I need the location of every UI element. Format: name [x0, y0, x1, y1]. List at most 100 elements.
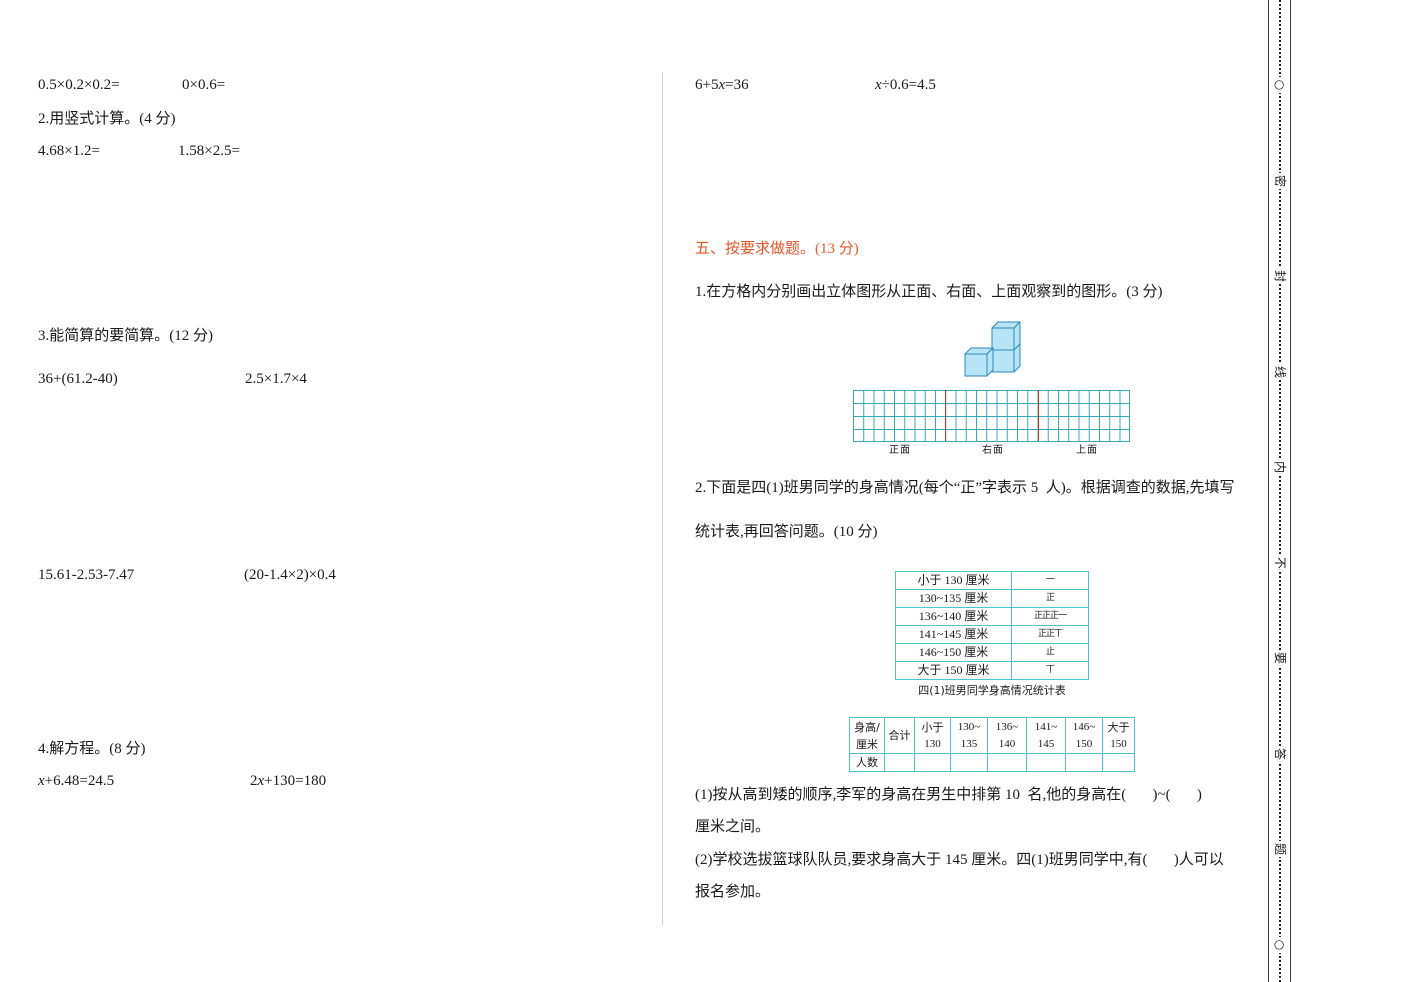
q2-instruction-line2: 统计表,再回答问题。(10 分): [695, 524, 878, 540]
equation-4: x÷0.6=4.5: [875, 75, 936, 95]
equation-1: x+6.48=24.5: [38, 771, 114, 791]
binding-dotted-line: [1279, 0, 1281, 982]
drawing-grid: [853, 390, 1130, 442]
stats-header-row: 身高/厘米 合计 小于 130 130~ 135 136~140 141~ 145 1…: [849, 717, 1135, 754]
equation-coefficient: 2: [250, 773, 258, 789]
range-line1: 小于: [921, 720, 944, 734]
binding-char: ○: [1272, 77, 1288, 93]
range-line1: 130~: [957, 720, 981, 733]
height-range: 136~140 厘米: [895, 607, 1012, 626]
binding-char: 答: [1272, 745, 1288, 762]
simplify-expr-2: 2.5×1.7×4: [245, 371, 307, 387]
column-divider: [662, 72, 663, 925]
simplify-expr-1: 36+(61.2-40): [38, 371, 118, 387]
view-label-front: 正面: [889, 445, 911, 456]
grid-section-divider: [1038, 390, 1039, 441]
height-range: 141~145 厘米: [895, 625, 1012, 644]
q1-instruction: 1.在方格内分别画出立体图形从正面、右面、上面观察到的图形。(3 分): [695, 284, 1163, 300]
sub-question-2-line2: 报名参加。: [695, 884, 771, 900]
height-range: 130~135 厘米: [895, 589, 1012, 608]
count-label: 人数: [856, 756, 878, 769]
tally-row: 146~150 厘米止: [895, 643, 1089, 662]
blank-cell: [1102, 753, 1135, 772]
range-line1: 136~: [995, 720, 1019, 733]
binding-line-left: [1268, 0, 1269, 982]
header-range: 136~140: [987, 717, 1027, 754]
simplify-expr-4: (20-1.4×2)×0.4: [244, 567, 336, 583]
q2-title: 2.用竖式计算。(4 分): [38, 111, 176, 127]
oral-expr-2: 0×0.6=: [182, 77, 226, 93]
header-range: 大于 150: [1102, 717, 1135, 754]
range-line2: 135: [960, 737, 978, 750]
equation-3: 6+5x=36: [695, 75, 749, 95]
sub-question-1-line2: 厘米之间。: [695, 819, 771, 835]
range-line2: 150: [1075, 737, 1093, 750]
sub-question-2-line1: (2)学校选拔篮球队队员,要求身高大于 145 厘米。四(1)班男同学中,有( …: [695, 852, 1224, 868]
equation-2: 2x+130=180: [250, 771, 326, 791]
cube-front-face: [964, 353, 988, 377]
header-height-line2: 厘米: [856, 737, 878, 751]
tally-marks: 丅: [1011, 661, 1089, 680]
range-line1: 大于: [1107, 720, 1130, 734]
sub-question-1-line1: (1)按从高到矮的顺序,李军的身高在男生中排第 10 名,他的身高在( )~( …: [695, 787, 1202, 803]
tally-row: 130~135 厘米正: [895, 589, 1089, 608]
grid-section-divider: [945, 390, 946, 441]
vertical-calc-2: 1.58×2.5=: [178, 143, 240, 159]
equation-prefix: 6+5: [695, 77, 719, 93]
header-height-line1: 身高/: [854, 720, 880, 734]
stats-count-row: 人数: [849, 753, 1135, 772]
header-range: 146~ 150: [1065, 717, 1103, 754]
range-line1: 141~: [1034, 720, 1058, 733]
simplify-expr-3: 15.61-2.53-7.47: [38, 567, 135, 583]
blank-cell: [914, 753, 951, 772]
tally-row: 小于 130 厘米一: [895, 571, 1089, 590]
cube-side-face: [986, 347, 994, 377]
tally-row: 大于 150 厘米丅: [895, 661, 1089, 680]
blank-cell: [1065, 753, 1103, 772]
row-label-count: 人数: [849, 753, 885, 772]
vertical-calc-1: 4.68×1.2=: [38, 143, 100, 159]
height-range: 大于 150 厘米: [895, 661, 1012, 680]
header-range: 130~ 135: [950, 717, 988, 754]
q2-instruction-line1: 2.下面是四(1)班男同学的身高情况(每个“正”字表示 5 人)。根据调查的数据…: [695, 480, 1235, 496]
view-label-top: 上面: [1076, 445, 1098, 456]
height-range: 146~150 厘米: [895, 643, 1012, 662]
tally-marks: 一: [1011, 571, 1089, 590]
binding-char: 内: [1272, 459, 1288, 475]
cube-front-face: [991, 327, 1015, 351]
binding-char: 线: [1272, 363, 1288, 380]
equation-rest: +130=180: [264, 773, 327, 789]
equation-rest: +6.48=24.5: [44, 773, 115, 789]
binding-char: ○: [1272, 936, 1288, 953]
binding-char: 要: [1272, 650, 1288, 666]
equation-rest: ÷0.6=4.5: [881, 77, 936, 93]
blank-cell: [987, 753, 1027, 772]
header-range: 小于 130: [914, 717, 951, 754]
range-line1: 146~: [1072, 720, 1096, 733]
blank-cell: [950, 753, 988, 772]
oral-expr-1: 0.5×0.2×0.2=: [38, 77, 120, 93]
binding-line-right: [1290, 0, 1291, 982]
equation-variable: x: [257, 773, 265, 789]
statistics-table: 身高/厘米 合计 小于 130 130~ 135 136~140 141~ 145 1…: [849, 717, 1135, 772]
header-total-label: 合计: [888, 729, 911, 742]
q4-title: 4.解方程。(8 分): [38, 741, 146, 757]
equation-rest: =36: [725, 77, 749, 93]
tally-table-caption: 四(1)班男同学身高情况统计表: [918, 684, 1066, 697]
header-total: 合计: [884, 717, 915, 754]
equation-variable: x: [38, 773, 45, 789]
range-line2: 150: [1110, 737, 1127, 750]
binding-char: 不: [1272, 554, 1288, 571]
view-label-right: 右面: [982, 445, 1004, 456]
tally-row: 141~145 厘米正正丅: [895, 625, 1089, 644]
range-line2: 130: [924, 737, 941, 750]
equation-variable: x: [718, 77, 726, 93]
cube-stack-figure: [964, 321, 1021, 377]
blank-cell: [1026, 753, 1066, 772]
binding-char: 密: [1272, 172, 1288, 189]
cube-side-face: [1013, 343, 1021, 373]
equation-variable: x: [875, 77, 882, 93]
tally-marks: 止: [1011, 643, 1089, 662]
range-line2: 145: [1037, 737, 1055, 750]
binding-char: 题: [1272, 841, 1288, 857]
